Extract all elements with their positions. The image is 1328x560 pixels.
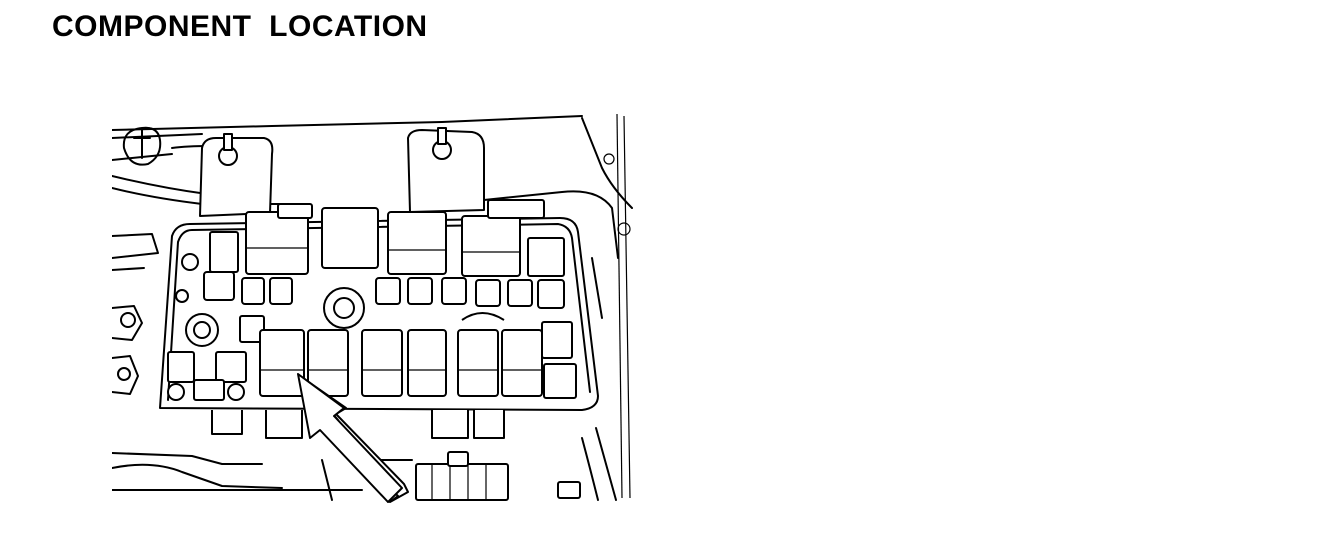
page-title: COMPONENT LOCATION [52, 10, 428, 43]
mounting-brackets [199, 127, 485, 217]
mini-fuse-row [175, 253, 565, 309]
relay-top-4 [461, 215, 521, 277]
round-fuse-holders [185, 287, 505, 347]
bottom-relay-row [167, 315, 577, 401]
target-relay [259, 329, 305, 397]
engine-bay-outline [112, 113, 633, 501]
left-bracket-components [112, 126, 162, 395]
pointer-arrow [297, 373, 409, 503]
fuse-box-illustration [112, 113, 633, 503]
relay-top-2 [321, 207, 379, 269]
lower-wiring [112, 451, 581, 501]
wiring-connector [415, 463, 509, 501]
relay-top-3 [387, 211, 447, 275]
relay-top-1 [245, 211, 309, 275]
top-relay-row [209, 199, 565, 277]
component-location-figure [112, 108, 642, 508]
